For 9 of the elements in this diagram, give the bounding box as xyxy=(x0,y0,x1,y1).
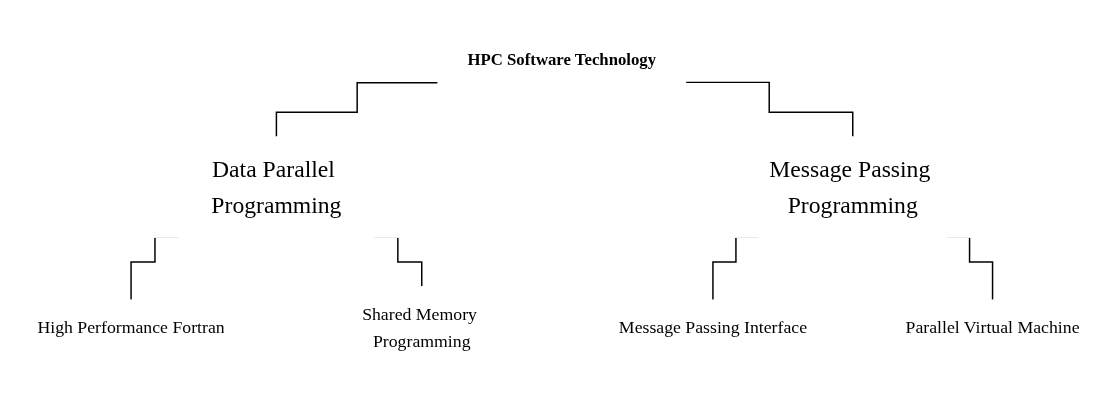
connector xyxy=(275,82,439,138)
node-text: Message Passing Interface xyxy=(618,318,808,338)
node-text: HPC Software Technology xyxy=(467,50,657,70)
node-text: Shared Memory Programming xyxy=(362,304,477,352)
node-text: Parallel Virtual Machine xyxy=(905,318,1080,338)
connector xyxy=(684,81,854,138)
node-text: Message Passing Programming xyxy=(769,156,931,219)
node-text: High Performance Fortran xyxy=(37,318,225,338)
node-text: Data Parallel Programming xyxy=(211,156,342,219)
